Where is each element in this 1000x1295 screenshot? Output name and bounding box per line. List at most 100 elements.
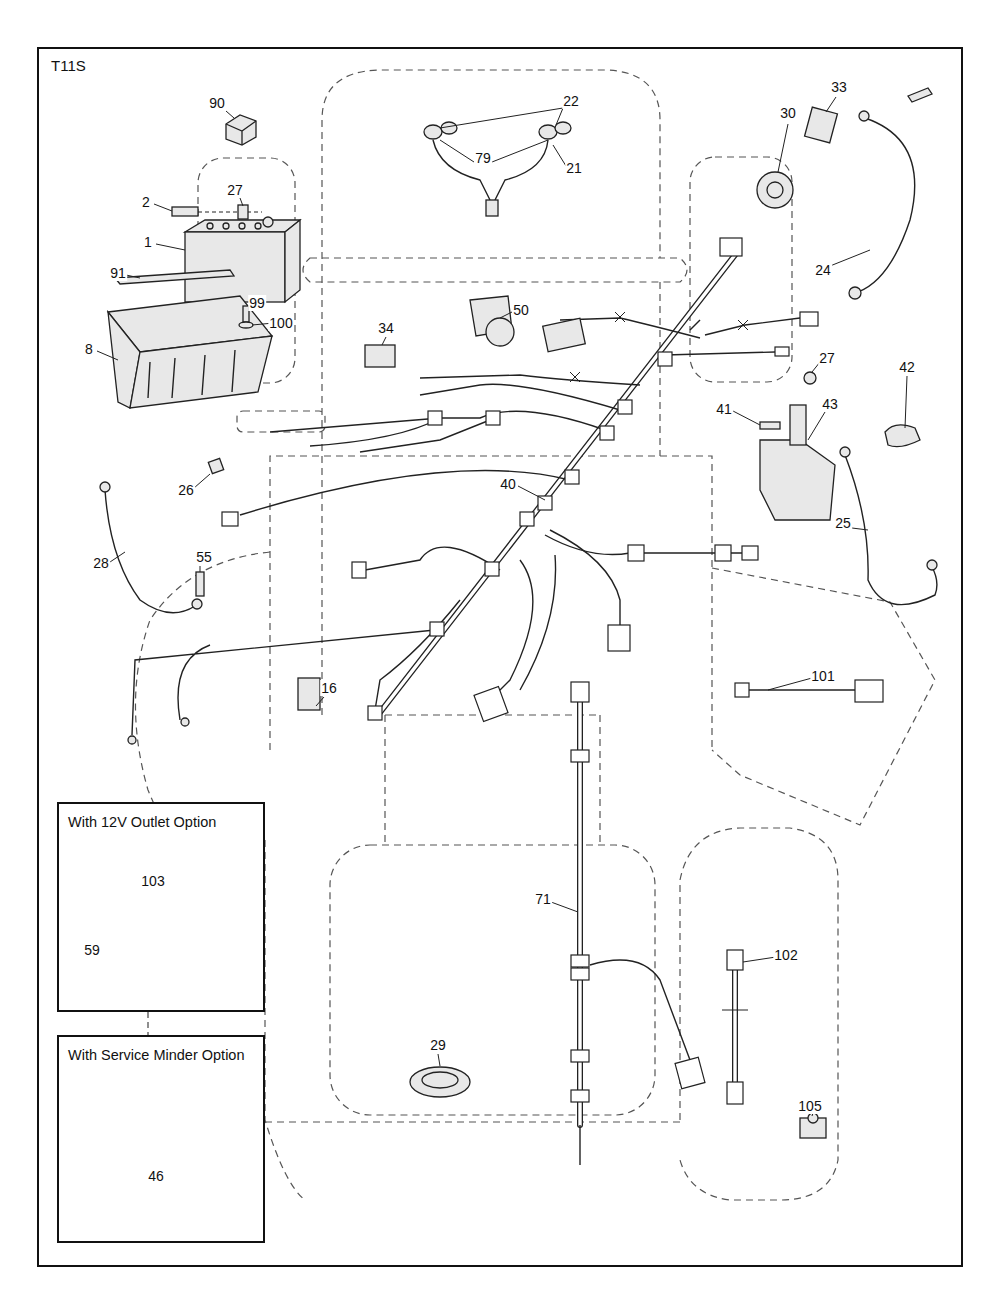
main-harness-shape bbox=[486, 411, 500, 425]
leader-lines-shape bbox=[226, 111, 234, 118]
switches-and-cables-shape bbox=[927, 560, 937, 570]
leader-lines-shape bbox=[518, 486, 545, 500]
chassis-outline-shape bbox=[385, 715, 600, 845]
chassis-outline bbox=[135, 70, 935, 1200]
battery-parts-shape bbox=[148, 350, 235, 398]
main-harness-shape bbox=[495, 555, 556, 695]
chassis-outline-shape bbox=[265, 1121, 680, 1122]
headlight-harness-shape bbox=[441, 122, 457, 134]
chassis-outline-shape bbox=[303, 258, 687, 282]
main-harness-shape bbox=[543, 318, 586, 351]
seat-harness-shape bbox=[727, 950, 743, 970]
switches-and-cables-shape bbox=[735, 683, 749, 697]
chassis-outline-shape bbox=[690, 157, 792, 382]
main-harness-shape bbox=[628, 545, 644, 561]
drawing-frame: T11S With 12V Outlet OptionWith Service M… bbox=[37, 47, 963, 1267]
callout-number: 1 bbox=[143, 234, 153, 250]
switches-and-cables-shape bbox=[365, 345, 395, 367]
callout-number: 101 bbox=[810, 668, 835, 684]
callout-number: 100 bbox=[268, 315, 293, 331]
leader-lines-shape bbox=[110, 552, 125, 562]
callout-number: 22 bbox=[562, 93, 580, 109]
main-harness-shape bbox=[775, 347, 789, 356]
callout-number: 27 bbox=[818, 350, 836, 366]
seat-harness-shape bbox=[733, 965, 736, 1085]
seat-harness-shape bbox=[571, 1090, 589, 1102]
callout-number: 42 bbox=[898, 359, 916, 375]
main-harness-shape bbox=[378, 255, 735, 715]
main-harness-shape bbox=[222, 512, 238, 526]
headlight-harness-shape bbox=[486, 200, 498, 216]
leader-lines-shape bbox=[553, 145, 566, 166]
callout-number: 34 bbox=[377, 320, 395, 336]
leader-lines-shape bbox=[808, 412, 825, 440]
main-harness-shape bbox=[538, 496, 552, 510]
switches-and-cables-shape bbox=[790, 405, 806, 445]
callout-number: 99 bbox=[248, 295, 266, 311]
callout-number: 25 bbox=[834, 515, 852, 531]
leader-lines-shape bbox=[154, 204, 172, 211]
option-box: With 12V Outlet Option bbox=[57, 802, 265, 1012]
option-heading: With 12V Outlet Option bbox=[68, 814, 254, 830]
switches-and-cables bbox=[100, 88, 937, 710]
switches-and-cables-shape bbox=[760, 440, 835, 520]
leader-lines-shape bbox=[194, 474, 210, 488]
option-heading: With Service Minder Option bbox=[68, 1047, 254, 1063]
main-harness-shape bbox=[378, 255, 735, 715]
leader-lines-shape bbox=[316, 697, 324, 706]
switches-and-cables-shape bbox=[805, 107, 838, 143]
main-harness-shape bbox=[474, 686, 508, 721]
leader-lines-shape bbox=[905, 376, 907, 428]
callout-number: 103 bbox=[140, 873, 165, 889]
chassis-outline-shape bbox=[322, 70, 660, 715]
switches-and-cables-shape bbox=[745, 689, 855, 690]
switches-and-cables-shape bbox=[208, 458, 223, 473]
headlight-harness-shape bbox=[424, 125, 442, 139]
seat-harness-shape bbox=[732, 965, 738, 1085]
callout-number: 90 bbox=[208, 95, 226, 111]
leader-lines-shape bbox=[551, 902, 578, 912]
callout-number: 30 bbox=[779, 105, 797, 121]
seat-harness-shape bbox=[579, 1125, 580, 1165]
main-harness-shape bbox=[270, 411, 605, 452]
battery-parts-shape bbox=[185, 220, 300, 232]
seat-harness-shape bbox=[571, 682, 589, 702]
battery-parts-shape bbox=[255, 223, 261, 229]
switches-and-cables-shape bbox=[840, 447, 850, 457]
main-harness-shape bbox=[608, 625, 630, 651]
main-harness-shape bbox=[420, 375, 640, 410]
callout-number: 8 bbox=[84, 341, 94, 357]
main-harness-shape bbox=[600, 426, 614, 440]
battery-parts-shape bbox=[226, 121, 256, 145]
callout-number: 71 bbox=[534, 891, 552, 907]
main-harness-shape bbox=[560, 318, 800, 338]
seat-harness-shape bbox=[722, 1010, 748, 1011]
headlight-harness-shape bbox=[433, 140, 548, 200]
battery-parts-shape bbox=[198, 212, 262, 213]
leader-lines-shape bbox=[440, 140, 548, 162]
main-harness-shape bbox=[352, 562, 366, 578]
main-harness-shape bbox=[240, 471, 570, 515]
callout-number: 50 bbox=[512, 302, 530, 318]
callout-number: 91 bbox=[109, 265, 127, 281]
leader-lines-shape bbox=[733, 411, 760, 425]
figure-code: T11S bbox=[51, 57, 949, 74]
main-harness-shape bbox=[428, 411, 442, 425]
callout-number: 26 bbox=[177, 482, 195, 498]
leader-lines-shape bbox=[97, 351, 118, 360]
main-harness-shape bbox=[132, 630, 435, 735]
main-harness-shape bbox=[520, 512, 534, 526]
leader-lines-shape bbox=[743, 957, 776, 962]
seat-harness-shape bbox=[675, 1057, 705, 1088]
battery-parts-shape bbox=[185, 232, 285, 302]
main-harness-shape bbox=[375, 600, 460, 710]
chassis-outline-shape bbox=[270, 456, 712, 750]
main-harness-shape bbox=[181, 718, 189, 726]
seat-harness-shape bbox=[571, 750, 589, 762]
seat-harness-shape bbox=[571, 968, 589, 980]
battery-parts-shape bbox=[226, 115, 256, 145]
callout-number: 33 bbox=[830, 79, 848, 95]
callout-number: 43 bbox=[821, 396, 839, 412]
main-harness-shape bbox=[720, 238, 742, 256]
